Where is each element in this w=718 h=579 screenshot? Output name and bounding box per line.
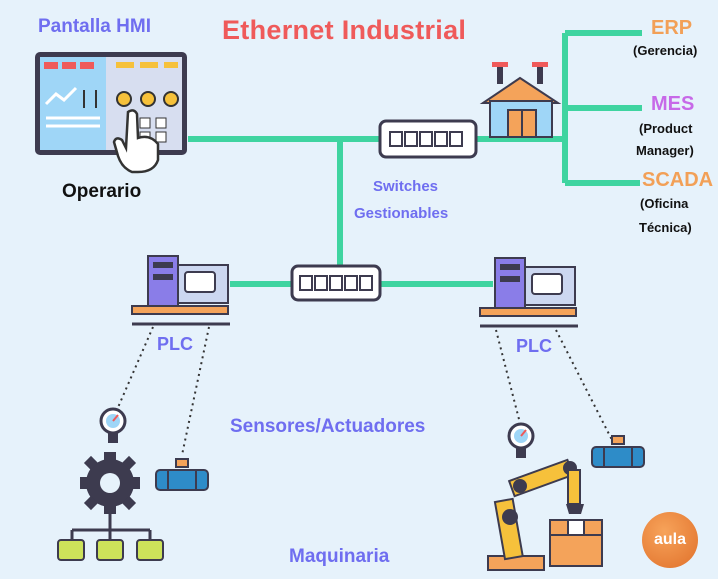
aula-logo: aula xyxy=(642,512,698,568)
robot-arm-icon xyxy=(487,458,584,571)
network-switch-icon xyxy=(290,264,382,302)
page-title: Ethernet Industrial xyxy=(222,15,467,45)
mes-description-line1: (Product xyxy=(639,121,693,136)
sensors-label: Sensores/Actuadores xyxy=(230,416,426,437)
plc-icon xyxy=(131,255,230,326)
mes-label: MES xyxy=(651,93,695,115)
logo-text: aula xyxy=(653,531,686,548)
mes-description-line2: Manager) xyxy=(636,143,694,158)
plc-right-label: PLC xyxy=(516,336,552,356)
hand-pointer-icon xyxy=(112,109,160,174)
scada-description-line2: Técnica) xyxy=(639,220,692,235)
switches-label-line2: Gestionables xyxy=(354,205,449,222)
hmi-screen-icon xyxy=(35,52,187,155)
gear-icon xyxy=(57,452,164,561)
box-icon xyxy=(549,519,603,567)
network-switch-icon xyxy=(378,119,478,159)
switches-label: Switches xyxy=(373,178,439,195)
plc-left-label: PLC xyxy=(157,334,193,354)
valve-icon xyxy=(591,435,645,468)
factory-icon xyxy=(479,62,562,138)
operator-label: Operario xyxy=(62,181,142,202)
erp-description: (Gerencia) xyxy=(633,43,698,58)
hmi-title: Pantalla HMI xyxy=(38,16,151,37)
scada-description-line1: (Oficina xyxy=(640,196,689,211)
machinery-label: Maquinaria xyxy=(289,546,390,567)
erp-label: ERP xyxy=(651,17,693,39)
field-links xyxy=(115,326,613,456)
gauge-icon xyxy=(507,422,535,458)
plc-icon xyxy=(479,257,578,328)
scada-label: SCADA xyxy=(642,169,714,191)
gauge-icon xyxy=(99,407,127,443)
valve-icon xyxy=(155,458,209,491)
